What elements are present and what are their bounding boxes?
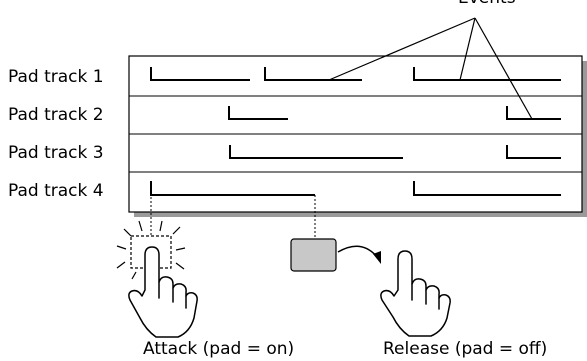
- event-bar: [150, 67, 250, 81]
- release-caption: Release (pad = off): [383, 339, 548, 359]
- track-label-2: Pad track 2: [8, 105, 104, 125]
- event-bar: [413, 67, 561, 81]
- lifting-finger-icon: [380, 250, 451, 337]
- released-pad-icon: [290, 238, 337, 272]
- track-label-4: Pad track 4: [8, 181, 104, 201]
- event-bar: [506, 145, 561, 159]
- events-label: Events: [458, 0, 516, 8]
- attack-caption: Attack (pad = on): [143, 339, 295, 359]
- event-pointer: [459, 17, 476, 81]
- event-pointer: [328, 17, 476, 81]
- track-label-1: Pad track 1: [8, 67, 104, 87]
- event-bar: [228, 106, 288, 120]
- track-label-3: Pad track 3: [8, 143, 104, 163]
- event-bar: [413, 181, 561, 196]
- event-pointer: [474, 17, 533, 120]
- curved-arrow-icon: [337, 245, 381, 264]
- pressing-finger-icon: [128, 246, 198, 338]
- event-bar: [229, 145, 403, 159]
- event-bar: [506, 106, 561, 120]
